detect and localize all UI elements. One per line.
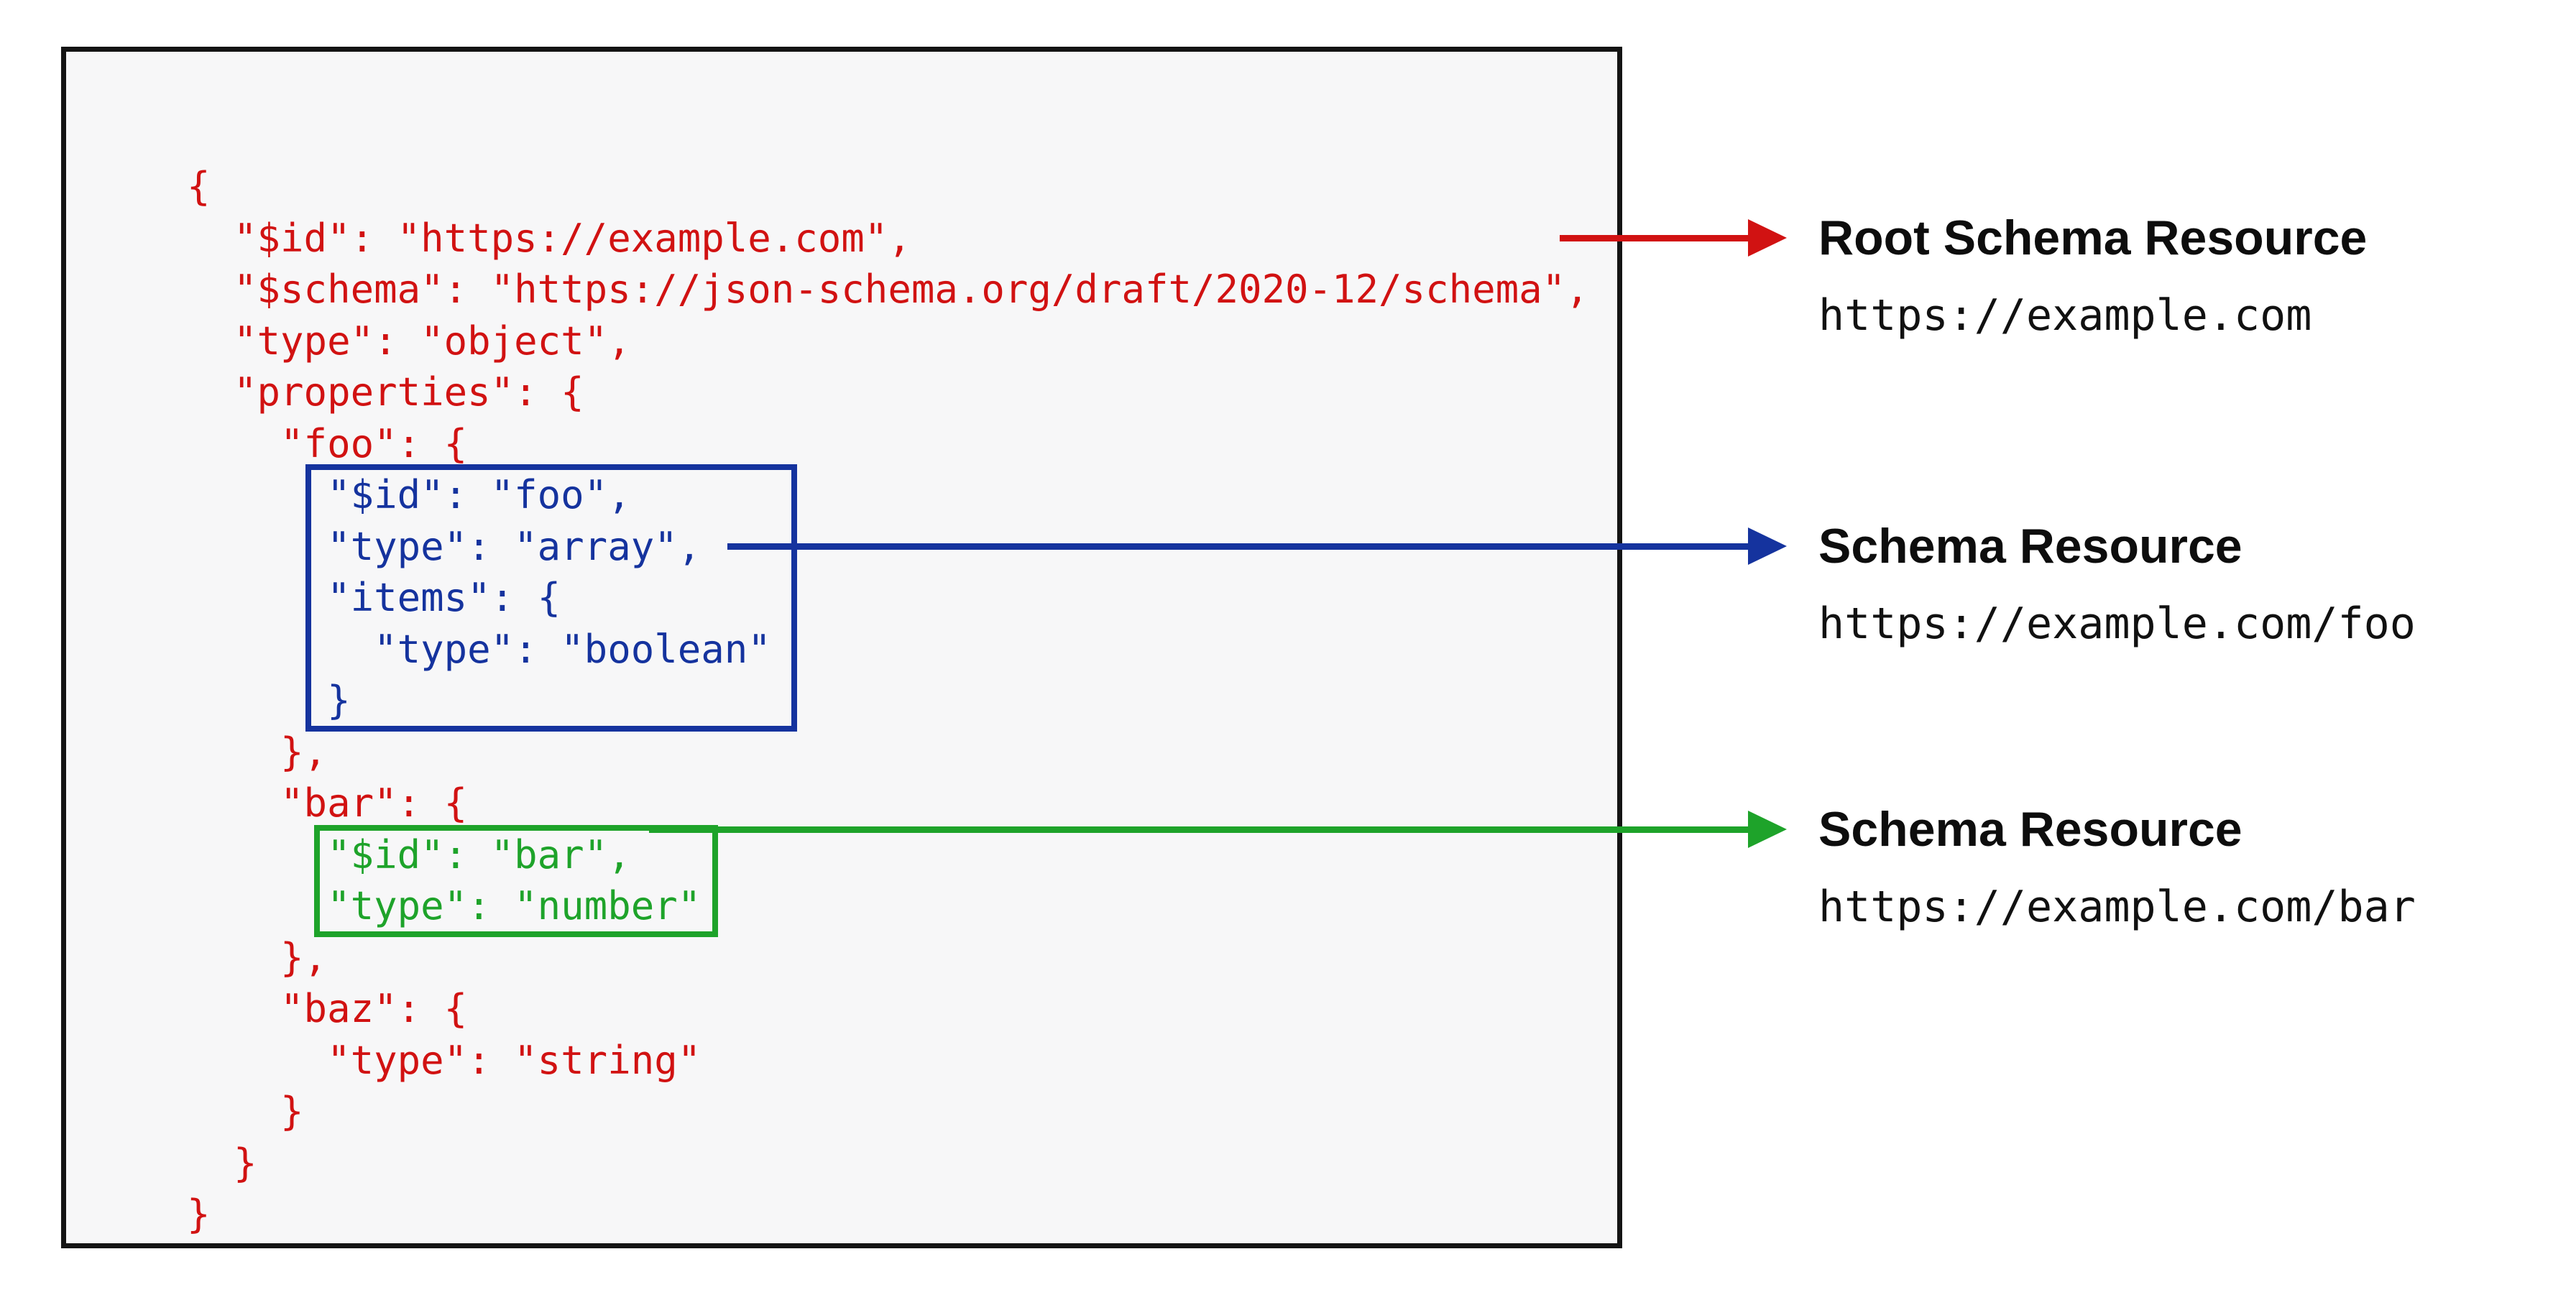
code-lines: { "$id": "https://example.com", "$schema… — [187, 161, 1589, 1240]
annotation-uri-root: https://example.com — [1818, 290, 2312, 341]
code-line: "$id": "https://example.com", — [187, 215, 911, 261]
json-schema-code-panel: { "$id": "https://example.com", "$schema… — [61, 47, 1622, 1248]
code-line: "bar": { — [187, 780, 468, 826]
arrow-line — [649, 826, 1748, 833]
arrow-line — [727, 543, 1748, 550]
code-line: "type": "array", — [187, 523, 702, 569]
code-line: "baz": { — [187, 986, 468, 1031]
annotation-uri-foo: https://example.com/foo — [1818, 599, 2416, 649]
code-line: "type": "number" — [187, 883, 702, 928]
code-line: } — [187, 678, 351, 723]
code-line: "foo": { — [187, 420, 468, 466]
code-line: "$id": "foo", — [187, 472, 631, 517]
annotation-title-root: Root Schema Resource — [1818, 211, 2368, 265]
arrow-head-icon — [1748, 219, 1787, 257]
code-line: "type": "object", — [187, 318, 631, 364]
annotation-title-foo: Schema Resource — [1818, 519, 2242, 573]
arrow-head-icon — [1748, 811, 1787, 848]
code-line: } — [187, 1089, 304, 1134]
code-line: }, — [187, 729, 328, 775]
code-line: "$schema": "https://json-schema.org/draf… — [187, 267, 1589, 312]
code-line: } — [187, 1140, 257, 1186]
code-line: "properties": { — [187, 369, 584, 415]
code-line: "items": { — [187, 575, 561, 620]
arrow-head-icon — [1748, 527, 1787, 565]
code-line: "type": "boolean" — [187, 626, 771, 672]
arrow-line — [1560, 235, 1748, 241]
code-line: } — [187, 1192, 211, 1237]
code-line: "$id": "bar", — [187, 831, 631, 877]
code-line: "type": "string" — [187, 1037, 702, 1083]
annotation-uri-bar: https://example.com/bar — [1818, 882, 2416, 932]
code-line: { — [187, 164, 211, 209]
annotation-title-bar: Schema Resource — [1818, 802, 2242, 857]
code-line: }, — [187, 934, 328, 980]
